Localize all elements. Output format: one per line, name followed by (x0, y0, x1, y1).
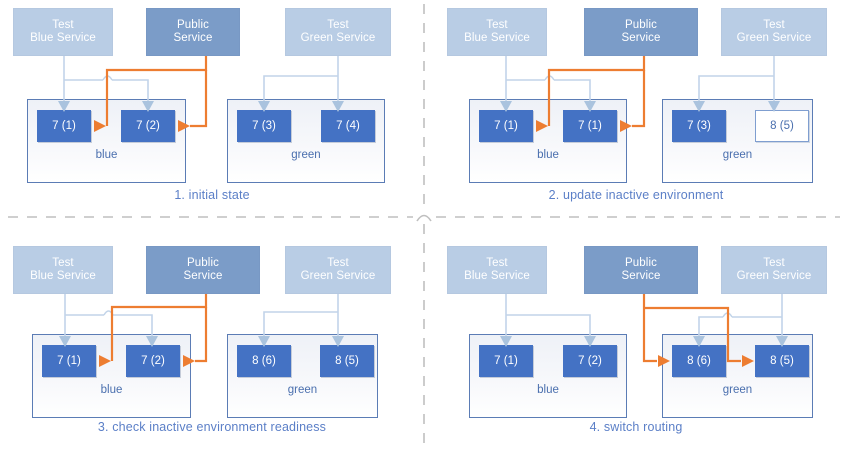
public-service-label-2: Service (183, 270, 223, 282)
blue-environment-label: blue (537, 384, 559, 396)
test-green-service-label-1: Test (327, 18, 349, 31)
public-service-label-2: Service (621, 270, 661, 282)
green-instance-2: 7 (4) (321, 110, 375, 142)
green-environment-label: green (722, 149, 753, 161)
green-environment-label: green (722, 384, 753, 396)
blue-instance-2: 7 (2) (126, 345, 180, 377)
blue-instance-1: 7 (1) (479, 110, 533, 142)
green-environment-label: green (291, 149, 321, 161)
public-service-label-1: Public (625, 18, 657, 31)
public-service-label-1: Public (187, 256, 219, 269)
blue-instance-2: 7 (2) (121, 110, 175, 142)
public-service-label-1: Public (177, 18, 209, 31)
test-blue-service-label-2: Blue Service (30, 270, 96, 282)
blue-instance-1: 7 (1) (42, 345, 96, 377)
blue-instance-1: 7 (1) (479, 345, 533, 377)
test-green-service-label-2: Green Service (300, 270, 376, 282)
public-service-label-1: Public (625, 256, 657, 269)
test-blue-wire-hop (103, 310, 114, 316)
green-instance-1: 7 (3) (672, 110, 726, 142)
test-green-service-label-2: Green Service (300, 32, 376, 44)
blue-environment-label: blue (537, 149, 559, 161)
panel-4-caption: 4. switch routing (589, 420, 683, 434)
test-blue-service-label-1: Test (486, 18, 508, 31)
green-instance-2: 8 (5) (755, 110, 809, 142)
test-green-wire-branch (698, 75, 774, 101)
test-blue-service-label-1: Test (52, 256, 74, 269)
green-instance-2: 8 (5) (755, 345, 809, 377)
test-blue-service-label-1: Test (486, 256, 508, 269)
public-service-label-2: Service (173, 32, 213, 44)
blue-instance-1: 7 (1) (37, 110, 91, 142)
green-environment-label: green (287, 384, 318, 396)
blue-environment-label: blue (95, 149, 118, 161)
test-blue-service-label-2: Blue Service (464, 270, 530, 282)
blue-environment-label: blue (100, 384, 123, 396)
test-green-service-label-2: Green Service (736, 32, 812, 44)
public-route-to-green-1 (642, 294, 657, 363)
test-green-service-label-1: Test (763, 18, 785, 31)
blue-instance-2: 7 (2) (563, 345, 617, 377)
panel-1-caption: 1. initial state (174, 188, 250, 202)
test-blue-service-label-2: Blue Service (464, 32, 530, 44)
test-green-wire-branch (263, 311, 338, 336)
panel-3-caption: 3. check inactive environment readiness (97, 420, 327, 434)
green-instance-1: 8 (6) (672, 345, 726, 377)
public-route-right (195, 307, 208, 363)
green-instance-1: 8 (6) (237, 345, 291, 377)
test-green-service-label-1: Test (327, 256, 349, 269)
test-green-wire-hop (722, 312, 733, 318)
test-green-service-label-1: Test (763, 256, 785, 269)
test-green-wire-branch (263, 75, 338, 101)
test-blue-wire-branch (506, 79, 591, 101)
public-route-right (190, 70, 208, 128)
test-green-service-label-2: Green Service (736, 270, 812, 282)
public-route-right (632, 70, 646, 128)
public-service-label-2: Service (621, 32, 661, 44)
test-blue-wire-branch (506, 314, 591, 336)
test-blue-wire-hop (544, 75, 555, 81)
test-blue-wire-branch (65, 314, 153, 336)
green-instance-2: 8 (5) (320, 345, 374, 377)
panel-2-caption: 2. update inactive environment (548, 188, 724, 202)
test-blue-service-label-2: Blue Service (30, 32, 96, 44)
blue-instance-2: 7 (1) (563, 110, 617, 142)
test-blue-wire-branch (64, 79, 149, 101)
test-blue-service-label-1: Test (52, 18, 74, 31)
test-blue-wire-hop (102, 75, 113, 81)
green-instance-1: 7 (3) (237, 110, 291, 142)
